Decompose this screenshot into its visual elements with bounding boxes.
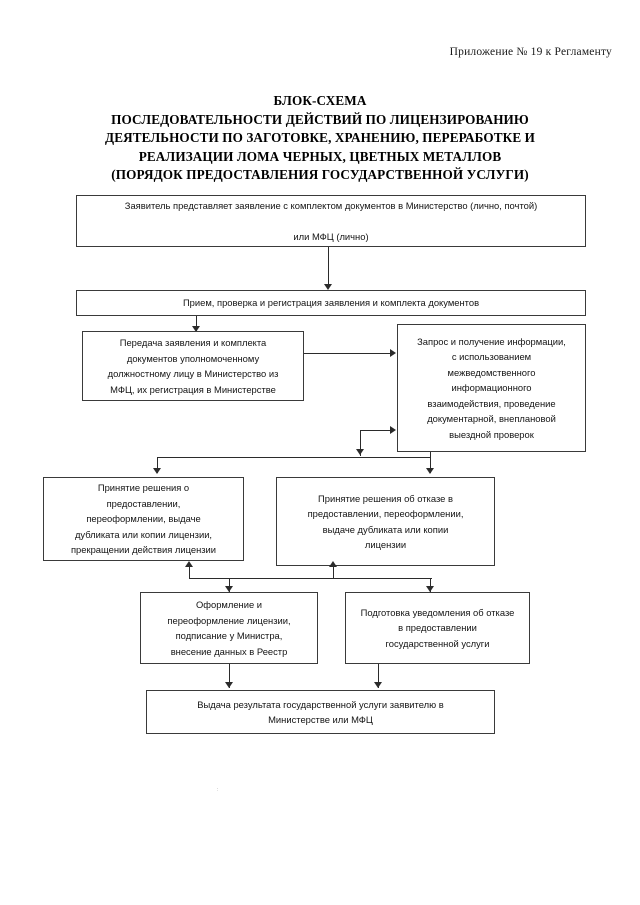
node-line: межведомственного — [447, 366, 536, 378]
connector-n4-to-bus — [430, 452, 432, 458]
connector-bus-down-right — [430, 457, 432, 473]
arrowhead-n4-in-top — [390, 349, 396, 357]
node-line: переоформлении, выдаче — [86, 513, 201, 525]
node-line: должностному лицу в Министерство из — [107, 368, 279, 379]
node-line: Министерстве или МФЦ — [268, 714, 373, 725]
node-line — [82, 213, 580, 229]
node-line: информационного — [451, 382, 532, 394]
arrowhead-n2-in — [324, 284, 332, 290]
node-line: с использованием — [451, 351, 532, 363]
arrowhead-n5-bottom-up — [185, 561, 193, 567]
node-line: Выдача результата государственной услуги… — [197, 698, 444, 710]
node-line: государственной услуги — [385, 637, 490, 649]
flow-node-decision-to-grant-licence: Принятие решения о предоставлении, перео… — [43, 477, 244, 561]
flow-node-transfer-to-authorized-official: Передача заявления и комплекта документо… — [82, 331, 304, 401]
flow-node-issue-and-reissue-licence: Оформление и переоформление лицензии, по… — [140, 592, 318, 664]
title-line-5: (ПОРЯДОК ПРЕДОСТАВЛЕНИЯ ГОСУДАРСТВЕННОЙ … — [111, 167, 529, 182]
node-line: в предоставлении — [398, 622, 477, 634]
node-line: документов уполномоченному — [126, 352, 260, 364]
node-line: переоформление лицензии, — [167, 614, 291, 626]
connector-bus-row4-up-left — [189, 566, 191, 578]
node-line: или МФЦ (лично) — [293, 230, 369, 242]
title-line-1: БЛОК-СХЕМА — [273, 93, 367, 108]
connector-bus-down-left — [157, 457, 159, 473]
connector-bus-row4 — [189, 578, 432, 580]
appendix-note: Приложение № 19 к Регламенту — [449, 46, 612, 58]
arrowhead-n7-in — [225, 586, 233, 592]
node-line: Прием, проверка и регистрация заявления … — [182, 297, 480, 309]
connector-n3-bus-vertical — [360, 430, 362, 456]
connector-n8-n9 — [378, 664, 380, 688]
node-line: Заявитель представляет заявление с компл… — [124, 199, 538, 211]
node-line: взаимодействия, проведение — [427, 397, 556, 409]
flow-node-applicant-submits-application: Заявитель представляет заявление с компл… — [76, 195, 586, 247]
connector-n1-n2 — [328, 247, 330, 287]
flow-node-receipt-check-registration: Прием, проверка и регистрация заявления … — [76, 290, 586, 316]
node-line: лицензии — [364, 539, 407, 550]
node-line: внесение данных в Реестр — [170, 645, 288, 657]
connector-n3-n4 — [304, 353, 391, 355]
flow-node-interdepartmental-request-and-inspections: Запрос и получение информации, с использ… — [397, 324, 586, 452]
node-line: дубликата или копии лицензии, — [74, 528, 213, 540]
arrowhead-n5-in — [153, 468, 161, 474]
arrowhead-n8-in — [426, 586, 434, 592]
title-line-3: ДЕЯТЕЛЬНОСТИ ПО ЗАГОТОВКЕ, ХРАНЕНИЮ, ПЕР… — [105, 130, 535, 145]
scan-artifact: : — [217, 787, 219, 793]
node-line: Передача заявления и комплекта — [119, 337, 267, 348]
node-line: подписание у Министра, — [175, 630, 283, 641]
node-line: Подготовка уведомления об отказе — [360, 606, 515, 618]
connector-n2-n3 — [196, 316, 198, 331]
arrowhead-n6-bottom-up — [329, 561, 337, 567]
node-line: предоставлении, переоформлении, — [307, 508, 464, 519]
node-line: выдаче дубликата или копии — [322, 523, 449, 535]
connector-n7-n9 — [229, 664, 231, 688]
flow-node-deliver-result-to-applicant: Выдача результата государственной услуги… — [146, 690, 495, 734]
connector-bus-to-n4-lower — [360, 430, 391, 432]
arrowhead-n9-in-left — [225, 682, 233, 688]
flow-node-decision-to-refuse-licence: Принятие решения об отказе в предоставле… — [276, 477, 495, 566]
node-line: выездной проверок — [449, 428, 534, 440]
connector-bus-row4-down-n8 — [430, 578, 432, 592]
title-line-4: РЕАЛИЗАЦИИ ЛОМА ЧЕРНЫХ, ЦВЕТНЫХ МЕТАЛЛОВ — [138, 148, 502, 164]
arrowhead-bus-junction — [356, 449, 364, 455]
arrowhead-n3-in — [192, 326, 200, 332]
page-title: БЛОК-СХЕМА ПОСЛЕДОВАТЕЛЬНОСТИ ДЕЙСТВИЙ П… — [40, 92, 600, 185]
node-line: прекращении действия лицензии — [70, 544, 217, 556]
node-line: Принятие решения о — [97, 482, 190, 494]
node-line: Принятие решения об отказе в — [318, 492, 453, 504]
node-line: МФЦ, их регистрация в Министерстве — [110, 383, 276, 395]
arrowhead-n9-in-right — [374, 682, 382, 688]
node-line: Оформление и — [195, 599, 263, 610]
node-line: предоставлении, — [106, 497, 181, 509]
title-line-2: ПОСЛЕДОВАТЕЛЬНОСТИ ДЕЙСТВИЙ ПО ЛИЦЕНЗИРО… — [111, 111, 529, 127]
node-line: документарной, внеплановой — [427, 413, 556, 425]
connector-bus-row4-up-right — [333, 566, 335, 578]
arrowhead-n6-in — [426, 468, 434, 474]
node-line: Запрос и получение информации, — [417, 335, 566, 347]
connector-bus-row4-down-n7 — [229, 578, 231, 592]
flow-node-prepare-refusal-notification: Подготовка уведомления об отказе в предо… — [345, 592, 530, 664]
connector-bus-row3 — [157, 457, 431, 459]
arrowhead-n4-in-bottom — [390, 426, 396, 434]
